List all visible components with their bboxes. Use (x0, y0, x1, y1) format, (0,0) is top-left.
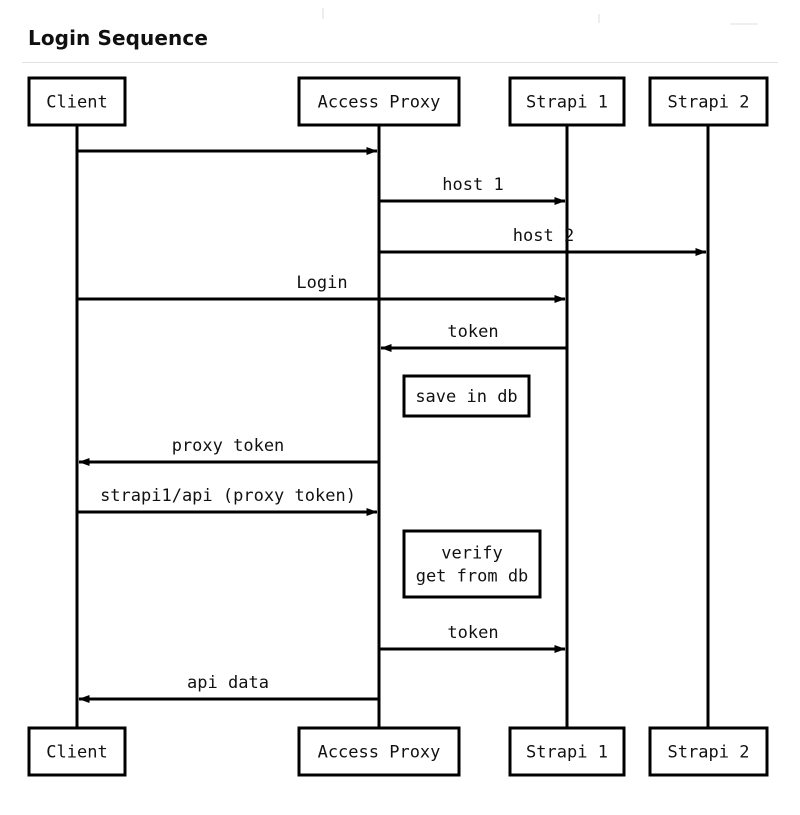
message-label: api data (187, 673, 269, 693)
actor-box-frame (648, 726, 769, 777)
actor-label: Strapi 1 (526, 93, 608, 113)
actor-label: Client (46, 93, 107, 113)
message-arrow[interactable]: host 1 (380, 175, 566, 205)
actor-label: Access Proxy (318, 743, 441, 763)
actor-box-frame (297, 76, 461, 127)
actor-box-strapi1-top[interactable]: Strapi 1 (508, 76, 626, 127)
note-text-line: get from db (416, 567, 529, 587)
lifelines-group (75, 125, 710, 728)
actor-box-client-bottom[interactable]: Client (27, 726, 127, 777)
note-text-line: verify (441, 544, 502, 564)
actor-box-strapi1-bottom[interactable]: Strapi 1 (508, 726, 626, 777)
page-speck (598, 14, 600, 23)
title-divider (22, 62, 778, 63)
note-verify-db[interactable]: verify get from db (402, 529, 542, 599)
message-arrow[interactable]: host 2 (380, 226, 707, 256)
page-title: Login Sequence (28, 26, 209, 50)
notes-group: save in db verify get from db (402, 374, 542, 599)
actor-box-frame (508, 76, 626, 127)
note-frame (402, 374, 531, 418)
message-label: host 2 (513, 226, 574, 246)
message-label: strapi1/api (proxy token) (100, 486, 356, 506)
page-speck (322, 8, 324, 19)
message-label: proxy token (172, 436, 285, 456)
message-label: host 1 (442, 175, 503, 195)
actor-box-frame (648, 76, 769, 127)
message-arrow[interactable]: strapi1/api (proxy token) (78, 486, 378, 516)
message-arrow[interactable]: token (380, 623, 566, 653)
actor-label: Strapi 1 (526, 743, 608, 763)
actor-box-frame (297, 726, 461, 777)
actor-label: Strapi 2 (668, 93, 750, 113)
message-arrow[interactable]: token (380, 322, 566, 352)
actor-box-client-top[interactable]: Client (27, 76, 127, 127)
actor-box-strapi2-bottom[interactable]: Strapi 2 (648, 726, 769, 777)
message-arrow[interactable]: proxy token (78, 436, 378, 466)
actor-label: Strapi 2 (668, 743, 750, 763)
message-label: token (447, 623, 498, 643)
message-arrow[interactable]: api data (78, 673, 378, 703)
note-save-in-db[interactable]: save in db (402, 374, 531, 418)
actor-box-strapi2-top[interactable]: Strapi 2 (648, 76, 769, 127)
note-text-line: save in db (415, 387, 517, 407)
actor-box-frame (27, 76, 127, 127)
note-frame (402, 529, 542, 599)
actor-label: Access Proxy (318, 93, 441, 113)
message-arrow[interactable]: Login (78, 273, 566, 303)
messages-group: host 1 host 2 Login token proxy token strapi1… (78, 147, 707, 703)
actor-box-frame (27, 726, 127, 777)
actor-box-proxy-bottom[interactable]: Access Proxy (297, 726, 461, 777)
actor-box-proxy-top[interactable]: Access Proxy (297, 76, 461, 127)
actor-box-frame (508, 726, 626, 777)
message-label: Login (296, 273, 347, 293)
message-label: token (447, 322, 498, 342)
actor-label: Client (46, 743, 107, 763)
page-speck (730, 23, 758, 25)
